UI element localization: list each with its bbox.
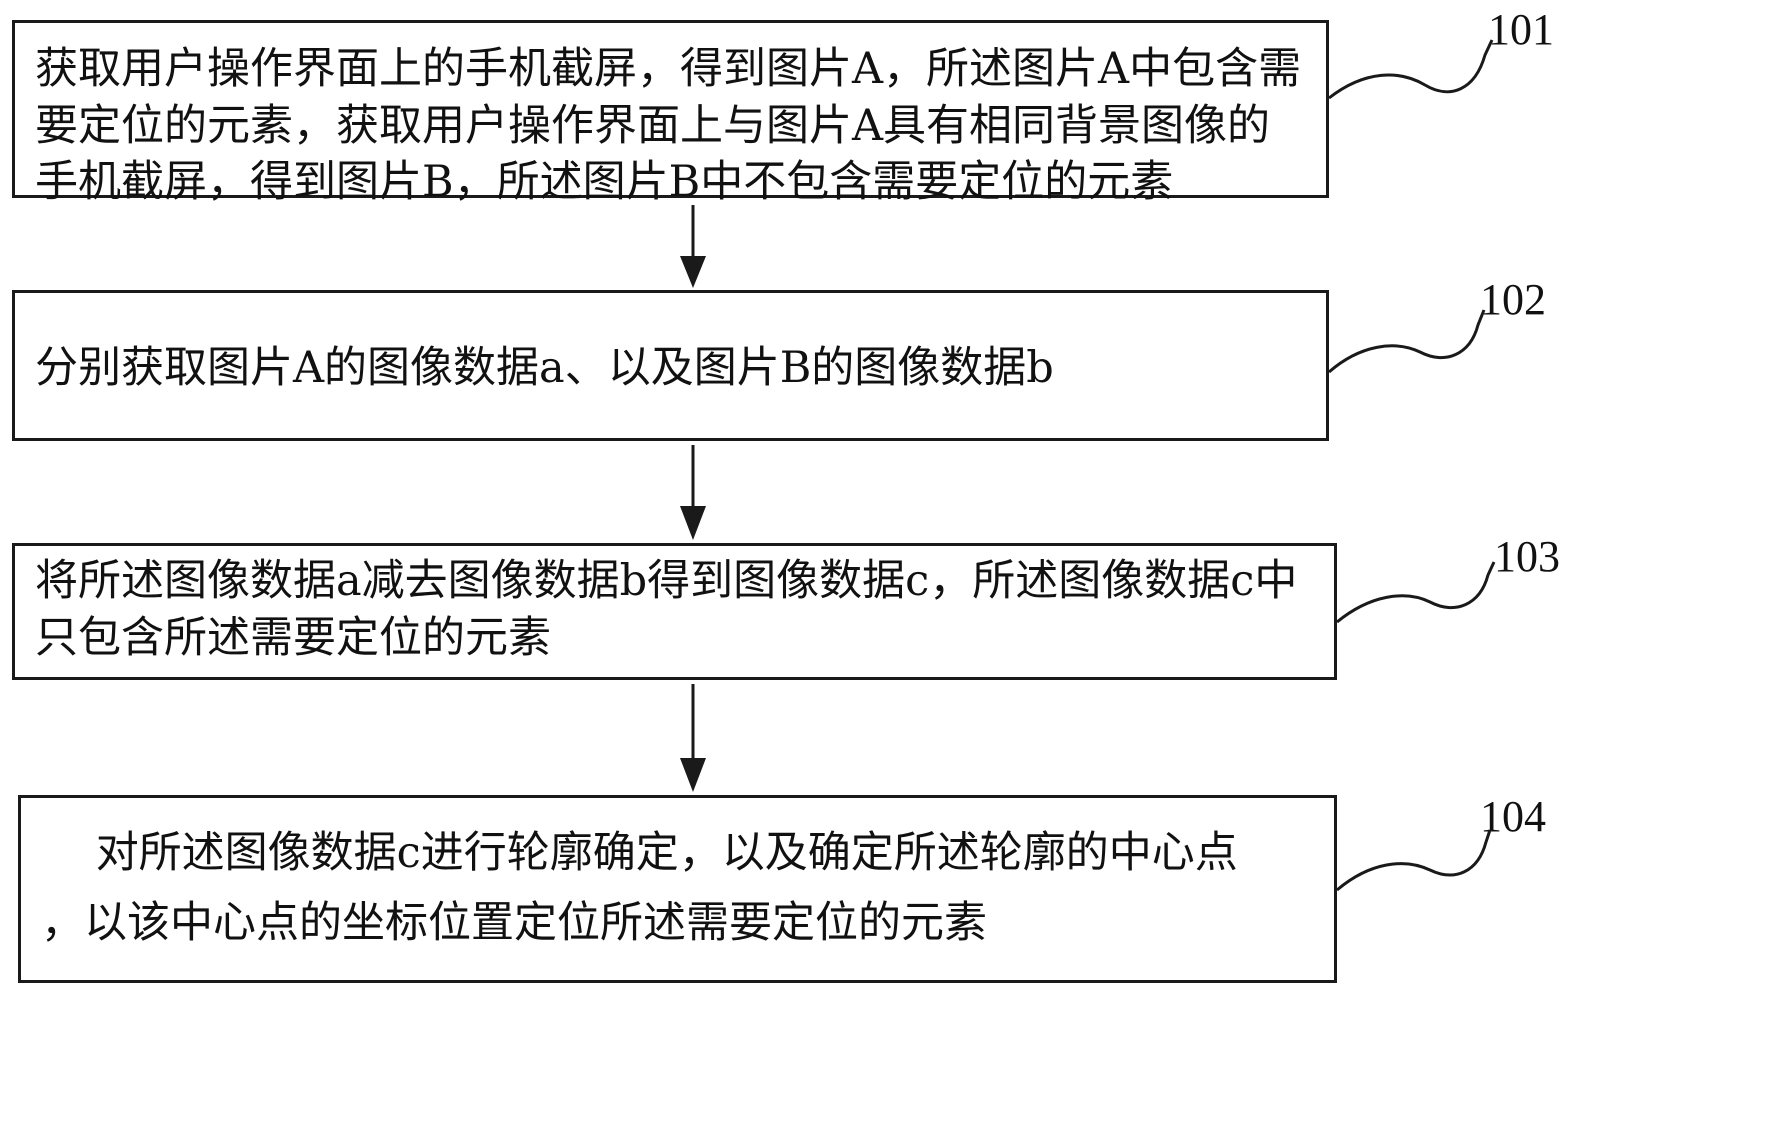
step-number-102: 102 bbox=[1480, 275, 1546, 324]
step-text-103-line-2: 只包含所述需要定位的元素 bbox=[35, 613, 551, 663]
step-text-101-line-2: 要定位的元素，获取用户操作界面上与图片A具有相同背景图像的 bbox=[35, 101, 1271, 151]
step-text-104-line-1: 对所述图像数据c进行轮廓确定，以及确定所述轮廓的中心点 bbox=[41, 828, 1238, 878]
arrow-102-to-103 bbox=[680, 445, 706, 540]
arrow-103-to-104 bbox=[680, 684, 706, 792]
step-box-102: 分别获取图片A的图像数据a、以及图片B的图像数据b bbox=[12, 290, 1329, 441]
step-box-103: 将所述图像数据a减去图像数据b得到图像数据c，所述图像数据c中 只包含所述需要定… bbox=[12, 543, 1337, 680]
leader-curve-102 bbox=[1328, 309, 1486, 374]
step-number-101: 101 bbox=[1488, 5, 1554, 54]
step-text-103-line-1: 将所述图像数据a减去图像数据b得到图像数据c，所述图像数据c中 bbox=[35, 556, 1298, 606]
step-text-101-line-1: 获取用户操作界面上的手机截屏，得到图片A，所述图片A中包含需 bbox=[35, 44, 1302, 94]
step-text-101-line-3: 手机截屏，得到图片B，所述图片B中不包含需要定位的元素 bbox=[35, 157, 1174, 207]
step-box-101: 获取用户操作界面上的手机截屏，得到图片A，所述图片A中包含需 要定位的元素，获取… bbox=[12, 20, 1329, 207]
step-number-103: 103 bbox=[1494, 532, 1560, 581]
arrow-101-to-102 bbox=[680, 205, 706, 288]
step-text-102-line-1: 分别获取图片A的图像数据a、以及图片B的图像数据b bbox=[35, 343, 1054, 393]
step-text-104-line-2: ，以该中心点的坐标位置定位所述需要定位的元素 bbox=[41, 898, 987, 948]
leader-curve-104 bbox=[1336, 829, 1492, 892]
leader-curve-103 bbox=[1336, 561, 1496, 624]
leader-curve-101 bbox=[1328, 39, 1494, 100]
step-box-104: 对所述图像数据c进行轮廓确定，以及确定所述轮廓的中心点 ，以该中心点的坐标位置定… bbox=[18, 795, 1337, 983]
